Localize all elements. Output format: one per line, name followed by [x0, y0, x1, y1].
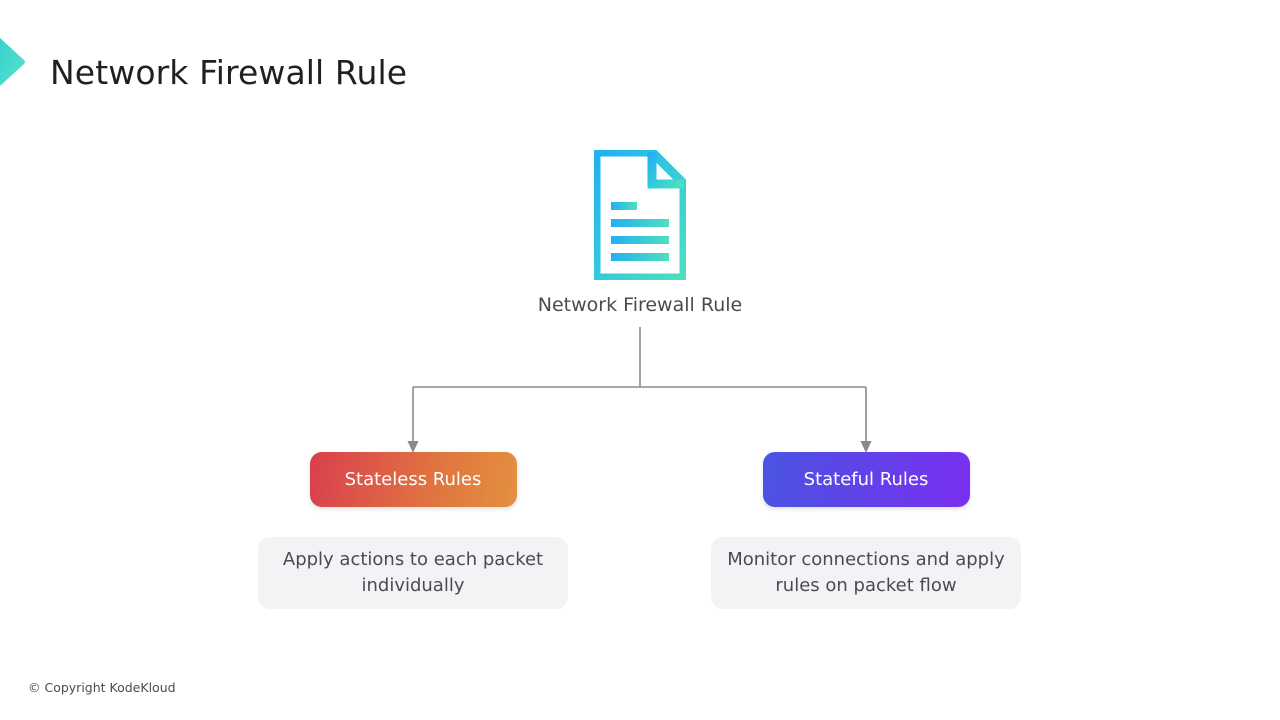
copyright-text: © Copyright KodeKloud: [28, 680, 176, 695]
page-title: Network Firewall Rule: [50, 53, 408, 92]
stateless-rules-description: Apply actions to each packet individuall…: [258, 537, 568, 610]
stateless-rules-pill[interactable]: Stateless Rules: [309, 452, 517, 507]
stateful-rules-pill[interactable]: Stateful Rules: [762, 452, 970, 507]
root-node-label: Network Firewall Rule: [537, 294, 743, 316]
stateful-rules-description: Monitor connections and apply rules on p…: [711, 537, 1021, 610]
brand-chevron-icon: [0, 38, 25, 86]
document-icon: [594, 150, 686, 280]
root-node: Network Firewall Rule: [490, 150, 790, 316]
branch-stateless: Stateless Rules Apply actions to each pa…: [258, 452, 568, 610]
branch-stateful: Stateful Rules Monitor connections and a…: [711, 452, 1021, 610]
